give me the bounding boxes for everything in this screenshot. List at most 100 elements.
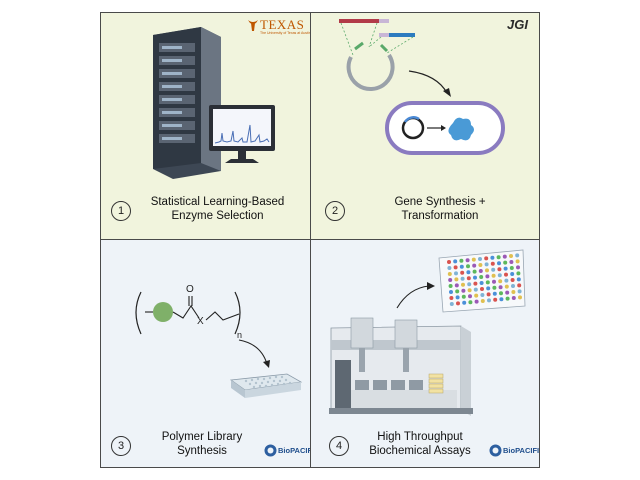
assay-well	[468, 300, 473, 305]
server-computer-illustration	[153, 27, 275, 179]
assay-well	[515, 259, 520, 264]
assay-well	[460, 270, 465, 275]
assay-well	[496, 255, 501, 260]
assay-well	[467, 288, 472, 293]
assay-well	[503, 266, 508, 271]
assay-well	[504, 284, 509, 289]
monomer-unit	[153, 302, 173, 322]
assay-well	[499, 297, 504, 302]
assay-well	[517, 289, 522, 294]
assay-well	[516, 277, 521, 282]
assay-well	[486, 286, 491, 291]
gene-fragment	[339, 19, 379, 23]
assay-well	[518, 295, 522, 300]
caption-line: Enzyme Selection	[171, 210, 264, 222]
assay-well	[454, 283, 459, 288]
assay-well	[515, 253, 520, 258]
assay-well	[498, 285, 503, 290]
caption-panel-1: Statistical Learning-Based Enzyme Select…	[125, 195, 310, 223]
assay-well	[461, 282, 465, 287]
caption-line: Transformation	[401, 210, 479, 222]
assay-well	[474, 299, 479, 304]
assay-well	[480, 293, 485, 297]
assay-well	[498, 279, 503, 284]
assay-well	[510, 278, 515, 282]
assay-well	[485, 274, 490, 279]
assay-well	[487, 298, 491, 303]
assay-well	[511, 290, 516, 294]
assay-well	[448, 284, 453, 288]
assay-well	[462, 300, 467, 305]
panel-polymer-synthesis: O X n BioPACIFIC 3 Polymer Libra	[100, 239, 311, 468]
assay-wells	[447, 253, 522, 306]
assay-well	[497, 273, 502, 278]
jgi-logo: JGI	[507, 17, 528, 32]
panel-gene-synthesis: JGI 2 Gene Synthesis + Transformation	[310, 12, 540, 240]
plasmid	[346, 53, 395, 91]
assay-well	[459, 258, 464, 263]
assay-well	[510, 272, 515, 276]
panel-enzyme-selection: TEXAS The University of Texas at Austin …	[100, 12, 311, 240]
assay-well	[472, 269, 477, 274]
assay-well	[468, 294, 472, 299]
assay-well	[449, 290, 453, 294]
assay-well	[491, 267, 496, 272]
caption-line: High Throughput	[377, 431, 463, 443]
caption-line: Biochemical Assays	[369, 445, 471, 457]
assay-well	[454, 271, 458, 276]
assay-well	[466, 270, 471, 275]
assay-well	[447, 272, 452, 276]
assay-well	[455, 289, 460, 294]
polymer-structure-illustration: O X n	[135, 284, 303, 398]
assay-well	[485, 280, 490, 285]
enzyme-protein	[448, 117, 474, 141]
assay-well	[505, 290, 510, 295]
assay-well	[473, 275, 477, 280]
caption-line: Synthesis	[177, 445, 227, 457]
assay-well	[447, 260, 451, 264]
carbonyl-oxygen-label: O	[186, 284, 194, 295]
assay-well	[461, 288, 466, 293]
longhorn-icon	[248, 20, 258, 31]
workflow-figure: TEXAS The University of Texas at Austin …	[100, 12, 540, 468]
assay-well	[509, 260, 514, 264]
assay-well	[449, 296, 454, 300]
assay-well	[479, 275, 484, 279]
caption-panel-3: Polymer Library Synthesis	[127, 430, 277, 458]
caption-line: Polymer Library	[161, 431, 243, 443]
gene-fragment	[389, 33, 415, 37]
assay-well	[466, 264, 470, 269]
assay-well	[491, 273, 496, 278]
assay-well	[471, 257, 476, 262]
assay-well	[460, 276, 465, 281]
assay-well	[485, 268, 489, 273]
assay-well	[466, 276, 471, 281]
caption-panel-4: High Throughput Biochemical Assays	[345, 430, 495, 458]
assay-well	[503, 260, 508, 265]
assay-well	[480, 299, 485, 303]
assay-well	[490, 261, 495, 266]
assay-well	[504, 272, 508, 277]
assay-well	[490, 255, 495, 260]
assay-well	[478, 269, 483, 273]
assay-well	[480, 287, 484, 291]
assay-well	[492, 291, 497, 296]
step-number-1: 1	[111, 201, 131, 221]
assay-well	[453, 259, 458, 264]
assay-well	[459, 264, 464, 269]
texas-wordmark: TEXAS	[260, 17, 305, 32]
assay-well	[505, 296, 510, 301]
assay-well	[486, 292, 491, 297]
assay-well	[499, 291, 503, 296]
heteroatom-label: X	[197, 316, 204, 327]
assay-well	[454, 277, 459, 282]
assay-well	[465, 258, 470, 263]
assay-well	[467, 282, 472, 287]
assay-well	[472, 263, 477, 268]
caption-line: Gene Synthesis +	[394, 196, 486, 208]
assay-well	[517, 283, 522, 288]
assay-well	[478, 257, 482, 261]
step-number-4: 4	[329, 436, 349, 456]
assay-well	[516, 265, 520, 270]
assay-well	[456, 301, 460, 306]
